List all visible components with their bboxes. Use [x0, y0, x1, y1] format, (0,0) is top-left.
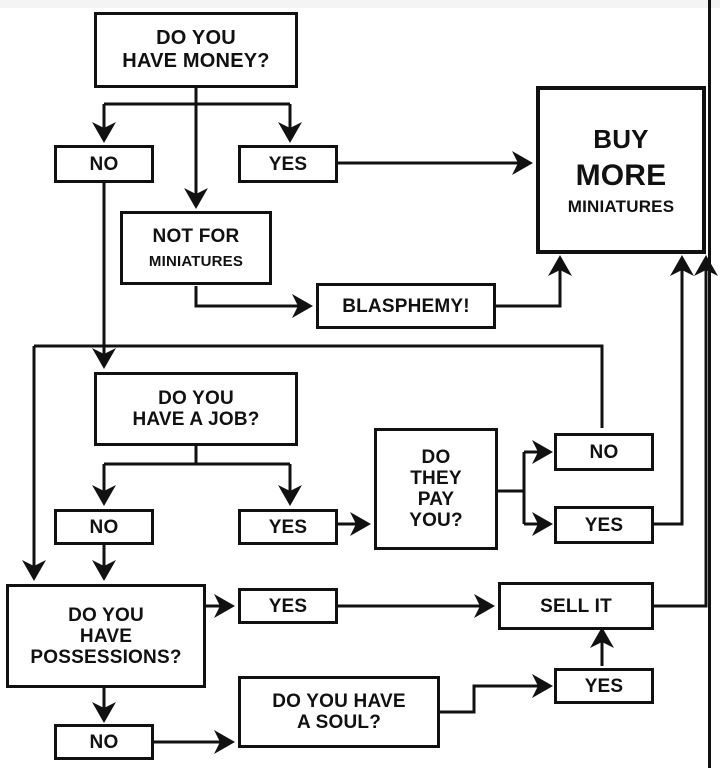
job-question-box: DO YOU HAVE A JOB? — [94, 372, 298, 446]
possessions-yes-text: YES — [268, 595, 308, 617]
job-no-box: NO — [54, 509, 154, 545]
connector-job-split — [104, 446, 290, 466]
money-yes-box: YES — [238, 145, 338, 183]
right-border-line — [708, 0, 711, 768]
not-for-miniatures-box: NOT FOR MINIATURES — [120, 211, 272, 285]
soul-yes-box: YES — [554, 668, 654, 704]
possessions-question-box: DO YOU HAVE POSSESSIONS? — [6, 584, 206, 688]
arrow-soul-yes — [440, 674, 553, 714]
pay-no-text: NO — [589, 441, 619, 463]
pay-question-text: DO THEY PAY YOU? — [409, 447, 463, 531]
pay-yes-text: YES — [584, 514, 624, 536]
money-question-box: DO YOU HAVE MONEY? — [94, 12, 298, 88]
job-no-text: NO — [89, 516, 119, 538]
job-yes-text: YES — [268, 516, 308, 538]
connector-money-split — [104, 87, 290, 106]
pay-yes-box: YES — [554, 506, 654, 544]
possessions-no-text: NO — [89, 731, 119, 753]
sell-it-text: SELL IT — [540, 595, 612, 617]
pay-no-box: NO — [554, 433, 654, 471]
sell-it-box: SELL IT — [498, 582, 654, 630]
blasphemy-box: BLASPHEMY! — [316, 283, 496, 329]
soul-question-text: DO YOU HAVE A SOUL? — [272, 691, 406, 733]
pay-question-box: DO THEY PAY YOU? — [374, 428, 498, 550]
not-for-miniatures-text: MINIATURES — [148, 253, 244, 270]
possessions-question-text: DO YOU HAVE POSSESSIONS? — [30, 604, 182, 668]
money-no-box: NO — [54, 145, 154, 183]
soul-question-box: DO YOU HAVE A SOUL? — [238, 676, 440, 748]
arrow-blasphemy-buy — [496, 255, 572, 308]
money-no-text: NO — [89, 153, 119, 175]
money-yes-text: YES — [268, 153, 308, 175]
more-text: MORE — [575, 159, 667, 192]
top-border-strip — [0, 0, 720, 8]
arrow-payyes-buy — [654, 255, 694, 526]
not-for-text: NOT FOR — [152, 226, 240, 247]
possessions-no-box: NO — [54, 724, 154, 760]
buy-more-miniatures-box: BUY MORE MINIATURES — [536, 86, 706, 254]
buy-miniatures-text: MINIATURES — [567, 197, 675, 216]
arrow-notfor-blasphemy — [194, 286, 313, 318]
possessions-yes-box: YES — [238, 588, 338, 624]
job-question-text: DO YOU HAVE A JOB? — [132, 388, 260, 430]
blasphemy-text: BLASPHEMY! — [342, 295, 470, 317]
money-question-text: DO YOU HAVE MONEY? — [122, 27, 270, 72]
job-yes-box: YES — [238, 509, 338, 545]
soul-yes-text: YES — [584, 675, 624, 697]
connector-pay-split — [498, 452, 526, 524]
connector-pay-no-loop — [34, 344, 604, 428]
buy-text: BUY — [593, 124, 649, 154]
arrow-sellit-buy — [654, 255, 718, 608]
